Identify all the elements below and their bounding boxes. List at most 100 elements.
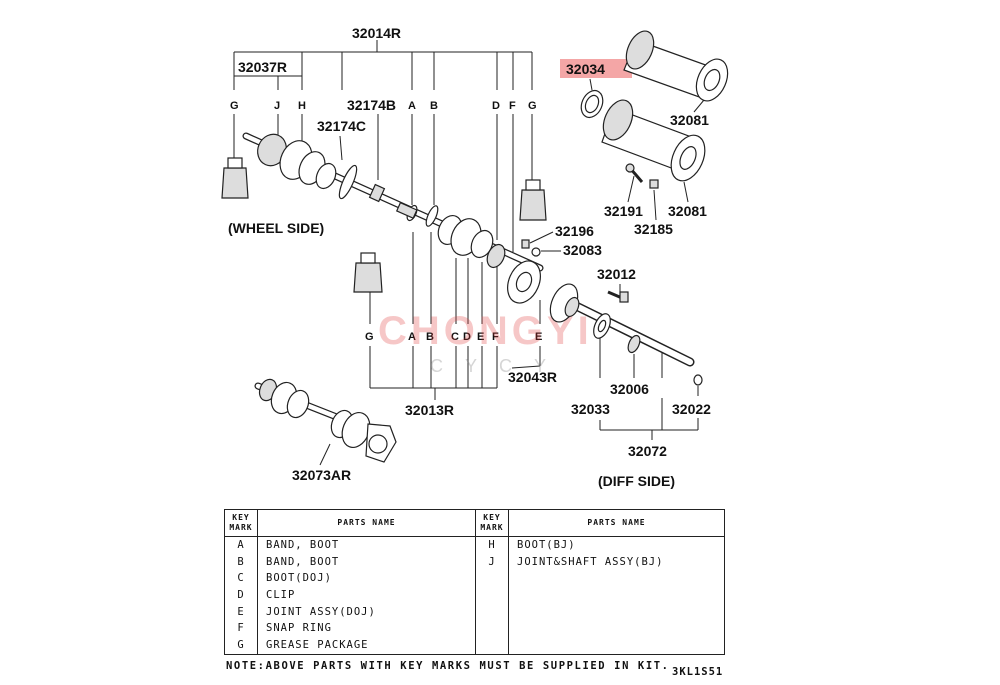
callout-32083: 32083 xyxy=(563,242,602,258)
callout-32073AR: 32073AR xyxy=(292,467,351,483)
grease-package-icon xyxy=(519,179,547,221)
key-mark-cell: E xyxy=(224,603,258,621)
callout-32081-lower: 32081 xyxy=(668,203,707,219)
parts-key-table: KEY MARK PARTS NAME KEY MARK PARTS NAME … xyxy=(224,509,725,655)
callout-32196: 32196 xyxy=(555,223,594,239)
key-mark-cell: A xyxy=(224,536,258,554)
kit-note: NOTE:ABOVE PARTS WITH KEY MARKS MUST BE … xyxy=(226,660,670,672)
part-name-cell: JOINT&SHAFT ASSY(BJ) xyxy=(508,553,725,571)
callout-32072: 32072 xyxy=(628,443,667,459)
column-header-name: PARTS NAME xyxy=(257,509,476,537)
key-mark-cell xyxy=(475,570,509,588)
part-name-cell: BOOT(BJ) xyxy=(508,536,725,554)
key-mark-top: B xyxy=(430,100,438,112)
callout-32043R: 32043R xyxy=(508,369,557,385)
callout-32081-upper: 32081 xyxy=(670,112,709,128)
key-mark-bottom: E xyxy=(535,331,542,343)
key-mark-top: D xyxy=(492,100,500,112)
key-mark-cell xyxy=(475,587,509,604)
watermark-sub: CYCY xyxy=(430,356,568,376)
part-name-cell: JOINT ASSY(DOJ) xyxy=(257,603,476,621)
assembled-shaft-32073AR xyxy=(254,378,397,463)
callout-32174B: 32174B xyxy=(347,97,396,113)
part-name-cell: GREASE PACKAGE xyxy=(257,637,476,655)
top-key-marks: G J H A B D F G xyxy=(230,100,537,252)
drive-shaft-exploded xyxy=(242,132,544,304)
callout-32037R: 32037R xyxy=(238,59,287,75)
key-mark-top: G xyxy=(230,100,239,112)
catalog-code: 3KL1S51 xyxy=(672,666,724,678)
part-name-cell xyxy=(508,603,725,621)
bracket-32013R xyxy=(369,232,541,400)
bracket-32014R xyxy=(233,40,533,90)
key-mark-bottom: E xyxy=(477,331,484,343)
key-mark-bottom: D xyxy=(463,331,471,343)
washer-32083 xyxy=(531,247,541,257)
callout-32191: 32191 xyxy=(604,203,643,219)
key-mark-cell: D xyxy=(224,587,258,604)
key-mark-top: G xyxy=(528,100,537,112)
callout-highlight xyxy=(560,59,632,78)
key-mark-bottom: F xyxy=(492,331,499,343)
callout-32014R: 32014R xyxy=(352,25,401,41)
grease-package-icon xyxy=(221,157,249,199)
column-header-name: PARTS NAME xyxy=(508,509,725,537)
part-name-cell xyxy=(508,570,725,588)
intermediate-shaft xyxy=(549,283,703,386)
key-mark-cell: C xyxy=(224,570,258,588)
part-name-cell xyxy=(508,620,725,638)
callout-32185: 32185 xyxy=(634,221,673,237)
key-mark-bottom: C xyxy=(451,331,459,343)
key-mark-cell: H xyxy=(475,536,509,554)
key-mark-cell: B xyxy=(224,553,258,571)
key-mark-cell: G xyxy=(224,637,258,655)
callout-32174C: 32174C xyxy=(317,118,366,134)
callout-32013R: 32013R xyxy=(405,402,454,418)
callout-32034: 32034 xyxy=(566,61,605,77)
column-header-key: KEY MARK xyxy=(475,509,509,537)
table-header-row: KEY MARK PARTS NAME KEY MARK PARTS NAME xyxy=(224,509,725,537)
callout-32006: 32006 xyxy=(610,381,649,397)
part-name-cell: BAND, BOOT xyxy=(257,553,476,571)
part-name-cell: BOOT(DOJ) xyxy=(257,570,476,588)
key-mark-top: A xyxy=(408,100,416,112)
key-mark-bottom: G xyxy=(365,331,374,343)
key-mark-cell: J xyxy=(475,553,509,571)
bolt-32191 xyxy=(625,163,644,183)
nut-32196 xyxy=(521,239,530,249)
part-name-cell xyxy=(508,587,725,604)
seal-ring-32034 xyxy=(580,78,604,119)
grease-package-icon xyxy=(353,252,383,293)
key-mark-top: H xyxy=(298,100,306,112)
callout-32012: 32012 xyxy=(597,266,636,282)
key-mark-bottom: B xyxy=(426,331,434,343)
key-mark-cell xyxy=(475,620,509,638)
callout-32033: 32033 xyxy=(571,401,610,417)
housing-32081-lower xyxy=(601,99,706,182)
part-name-cell: CLIP xyxy=(257,587,476,604)
bolt-32012 xyxy=(607,290,629,303)
key-mark-top: J xyxy=(274,100,280,112)
bottom-key-marks: G A B C D E F E xyxy=(365,331,542,343)
key-mark-cell: F xyxy=(224,620,258,638)
key-mark-top: F xyxy=(509,100,516,112)
wheel-side-label: (WHEEL SIDE) xyxy=(228,220,324,236)
bracket-32072 xyxy=(599,338,699,440)
key-mark-cell xyxy=(475,637,509,655)
nut-32185 xyxy=(649,179,659,189)
callout-32022: 32022 xyxy=(672,401,711,417)
housing-32081-upper xyxy=(623,30,729,102)
diff-side-label: (DIFF SIDE) xyxy=(598,473,675,489)
part-name-cell: BAND, BOOT xyxy=(257,536,476,554)
exploded-parts-diagram: 32014R 32037R G J H A B D F G 32174B 321… xyxy=(221,25,729,489)
part-name-cell xyxy=(508,637,725,655)
part-name-cell: SNAP RING xyxy=(257,620,476,638)
key-mark-cell xyxy=(475,603,509,621)
